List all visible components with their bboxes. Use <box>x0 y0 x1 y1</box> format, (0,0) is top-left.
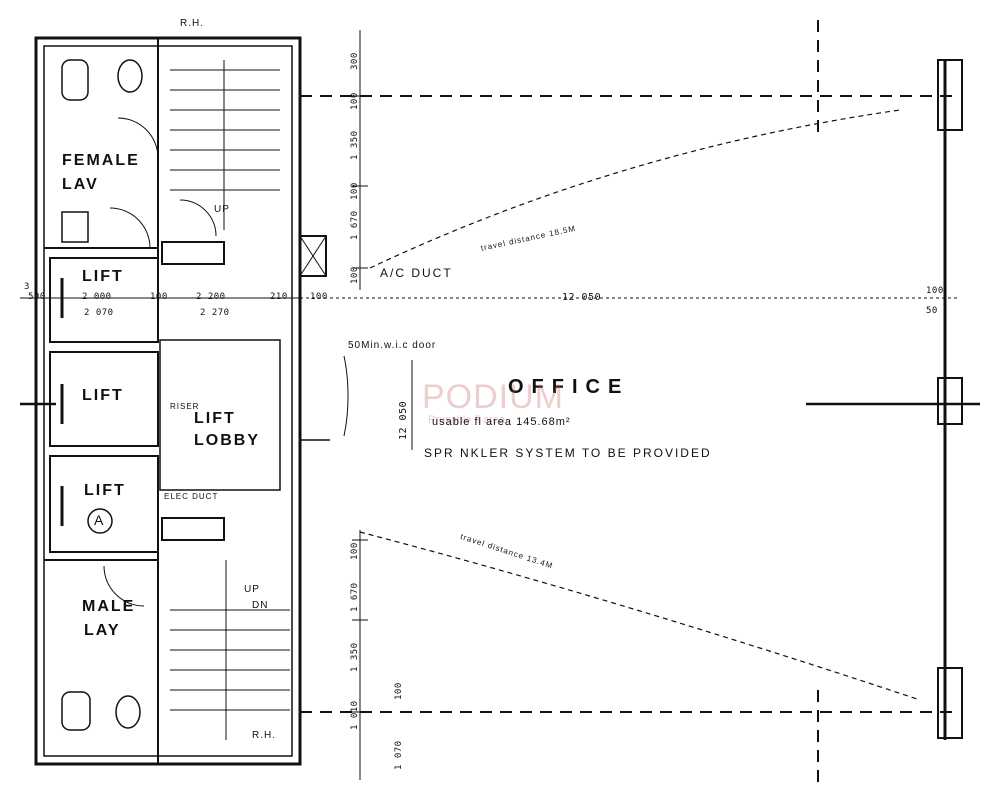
dim-v-100-d: 100 <box>350 542 360 560</box>
dim-v-100-c: 100 <box>350 266 360 284</box>
lift-3-label: LIFT <box>84 482 126 499</box>
dim-2070: 2 070 <box>84 308 114 318</box>
dim-v-1670-b: 1 670 <box>350 582 360 612</box>
male-lav-label-2: LAY <box>84 622 121 639</box>
dim-2270: 2 270 <box>200 308 230 318</box>
door-note: 50Min.w.i.c door <box>348 340 437 351</box>
ac-duct <box>299 235 327 277</box>
sprinkler-note: SPR NKLER SYSTEM TO BE PROVIDED <box>424 446 712 460</box>
podium-watermark: PODIUM <box>422 378 564 416</box>
dim-v-1070: 1 070 <box>394 740 404 770</box>
dim-office-height: 12 050 <box>398 400 409 440</box>
dim-v-100-a: 100 <box>350 92 360 110</box>
core-outer-wall <box>34 36 302 766</box>
dim-2200: 2 200 <box>196 292 226 302</box>
lift-lobby-label-2: LOBBY <box>194 432 260 449</box>
dim-210: 210 <box>270 292 288 302</box>
riser-label: RISER <box>170 402 200 411</box>
dim-grid-3: 3 <box>24 282 30 292</box>
rh-label-bottom: R.H. <box>252 730 276 741</box>
female-lav-label-2: LAV <box>62 176 99 193</box>
dim-v-100-e: 100 <box>394 682 404 700</box>
dim-right-100: 100 <box>926 286 944 296</box>
lift-shaft-2 <box>49 351 159 447</box>
dim-2000: 2 000 <box>82 292 112 302</box>
elec-duct-label: ELEC DUCT <box>164 492 219 501</box>
dim-v-1010: 1 010 <box>350 700 360 730</box>
dn-label: DN <box>252 600 269 611</box>
lift-marker-a: A <box>94 512 106 528</box>
core-inner-wall <box>43 45 293 757</box>
lift-1-label: LIFT <box>82 268 124 285</box>
dim-v-100-b: 100 <box>350 182 360 200</box>
male-lav-label-1: MALE <box>82 598 136 615</box>
dim-v-1350-b: 1 350 <box>350 642 360 672</box>
dim-office-width: 12 050 <box>562 292 602 303</box>
dim-v-1670-a: 1 670 <box>350 210 360 240</box>
up-label-top: UP <box>214 204 230 215</box>
podium-watermark-sub: Prusable fl area <box>428 414 506 426</box>
dim-500: 500 <box>28 292 46 302</box>
lift-lobby-label-1: LIFT <box>194 410 236 427</box>
usable-area-note: usable fl area 145.68m² <box>432 416 571 428</box>
dim-100-a: 100 <box>150 292 168 302</box>
dim-100-b: 100 <box>310 292 328 302</box>
dim-v-300: 300 <box>350 52 360 70</box>
up-label-bottom: UP <box>244 584 260 595</box>
lift-2-label: LIFT <box>82 387 124 404</box>
ac-duct-label: A/C DUCT <box>380 266 453 280</box>
office-label: OFFICE <box>508 376 630 398</box>
dim-right-50: 50 <box>926 306 938 316</box>
lift-shaft-1 <box>49 257 159 343</box>
dim-v-1350-a: 1 350 <box>350 130 360 160</box>
lift-shaft-3 <box>49 455 159 553</box>
female-lav-label-1: FEMALE <box>62 152 140 169</box>
rh-label-top: R.H. <box>180 18 204 29</box>
